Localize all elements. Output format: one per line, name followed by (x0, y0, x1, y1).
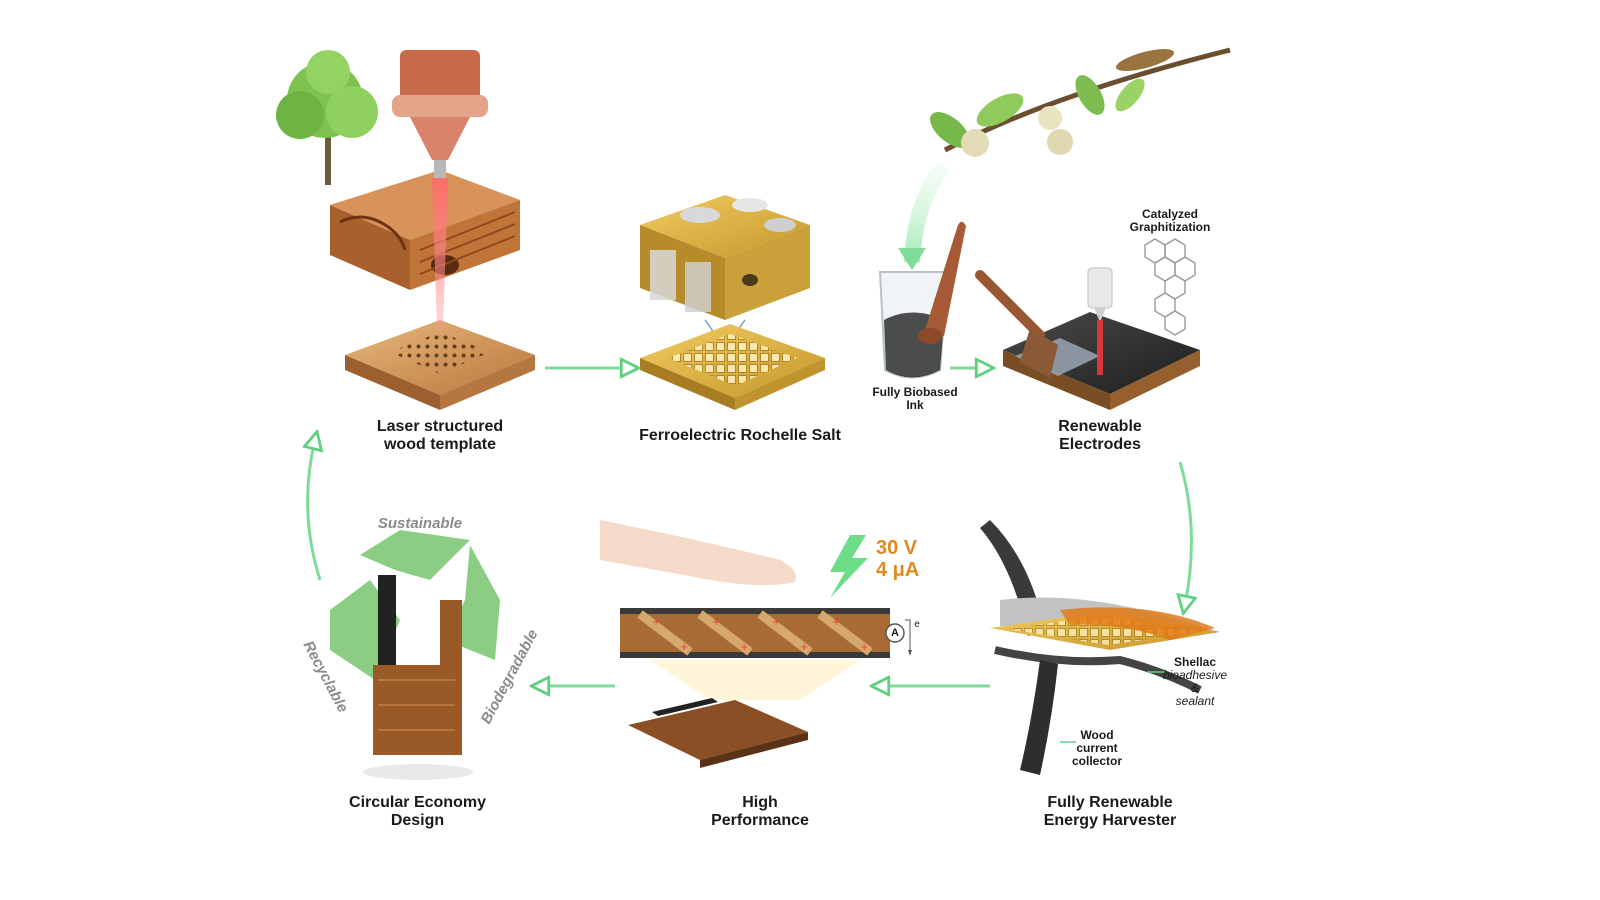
wood-collector-label-line1: Wood (1080, 728, 1114, 742)
high-performance-label: High Performance (690, 794, 830, 830)
svg-text:+: + (680, 642, 688, 653)
biobased-ink-illustration (878, 221, 966, 379)
renewable-electrodes-label-line2: Electrodes (1059, 436, 1141, 453)
current-value: 4 μA (876, 559, 920, 581)
laser-beam (432, 178, 448, 330)
flow-arrows (308, 368, 1192, 686)
renewable-electrodes-label-line1: Renewable (1058, 418, 1142, 435)
wood-device (373, 600, 462, 755)
laser-beam-small (1097, 320, 1103, 375)
catalyzed-graphitization-label-line1: Catalyzed (1141, 207, 1199, 221)
wood-cross-section (330, 170, 520, 290)
shellac-label: Shellac bioadhesive & sealant (1150, 656, 1240, 708)
high-performance-label-line1: High (742, 794, 778, 811)
ammeter-label: A (889, 627, 901, 640)
sustainable-label: Sustainable (365, 515, 475, 533)
ammeter-icon (885, 623, 905, 643)
laser-head (392, 50, 488, 178)
svg-text:+: + (652, 617, 660, 628)
rochelle-salt-label-text: Ferroelectric Rochelle Salt (639, 427, 841, 444)
ammeter-symbol: A (891, 627, 899, 639)
wood-collector-label: Wood current collector (1062, 729, 1132, 768)
nut (1047, 129, 1073, 155)
laser-head-small (1087, 267, 1113, 309)
salt-cell-grid (668, 334, 797, 386)
renewable-electrodes-illustration (975, 238, 1200, 410)
output-readout: 30 V 4 μA (876, 537, 936, 581)
laser-template-label: Laser structured wood template (355, 418, 525, 454)
catalyzed-graphitization-label-line2: Graphitization (1129, 220, 1211, 234)
recycle-icon (330, 530, 500, 680)
shellac-label-line1: bioadhesive (1162, 668, 1228, 682)
svg-text:+: + (772, 617, 780, 628)
laser-template-label-line2: wood template (383, 436, 496, 453)
lightning-icon (830, 535, 868, 598)
voltage-value: 30 V (876, 537, 918, 559)
branch-to-ink-arrow (904, 159, 952, 263)
energy-harvester-label-line2: Energy Harvester (1043, 812, 1177, 829)
nut-branch-illustration (898, 47, 1231, 270)
svg-text:+: + (800, 642, 808, 653)
nut (961, 129, 989, 157)
rochelle-salt-label: Ferroelectric Rochelle Salt (615, 427, 865, 445)
nut (1038, 106, 1062, 130)
high-performance-label-line2: Performance (711, 812, 809, 829)
catalyzed-graphitization-label: Catalyzed Graphitization (1115, 208, 1225, 234)
wood-collector-strip (1020, 660, 1058, 775)
biobased-ink-label: Fully Biobased Ink (860, 386, 970, 412)
svg-text:+: + (832, 617, 840, 628)
high-performance-illustration: + + + + + + + + (600, 520, 912, 768)
shellac-label-line2: & (1190, 681, 1199, 695)
svg-text:+: + (860, 642, 868, 653)
biobased-ink-label-line1: Fully Biobased (872, 385, 958, 399)
shellac-label-line3: sealant (1175, 694, 1215, 708)
electron-symbol: e (914, 619, 920, 630)
energy-harvester-label-line1: Fully Renewable (1047, 794, 1173, 811)
energy-harvester-label: Fully Renewable Energy Harvester (1020, 794, 1200, 830)
circular-economy-label-line1: Circular Economy (349, 794, 486, 811)
biobased-ink-label-line2: Ink (906, 398, 924, 412)
circular-economy-illustration (330, 530, 500, 780)
circular-economy-label: Circular Economy Design (330, 794, 505, 830)
rochelle-salt-illustration (640, 195, 825, 410)
shellac-label-title: Shellac (1173, 655, 1217, 669)
laser-hole-array (390, 332, 490, 374)
laser-template-label-line1: Laser structured (376, 418, 504, 435)
arrow-circular-to-template (308, 440, 320, 581)
sustainable-text: Sustainable (377, 515, 463, 532)
svg-text:+: + (712, 617, 720, 628)
device-photo (628, 700, 808, 760)
laser-wood-template-illustration (276, 50, 535, 410)
electron-label: e (912, 618, 922, 631)
wood-collector-label-line3: collector (1071, 754, 1122, 768)
brush-bristles (1020, 328, 1058, 378)
graphene-hexagon-icon (1144, 238, 1196, 336)
arrow-electrodes-to-harvester (1180, 461, 1191, 605)
wood-collector-label-line2: current (1076, 741, 1118, 755)
tree-icon (276, 50, 378, 185)
device-electrode-tab (378, 575, 396, 665)
svg-text:+: + (740, 642, 748, 653)
brush-handle (975, 270, 1045, 340)
energy-harvester-illustration (980, 520, 1220, 775)
spoon-handle (925, 221, 966, 336)
finger (600, 520, 796, 586)
renewable-electrodes-label: Renewable Electrodes (1040, 418, 1160, 454)
circular-economy-label-line2: Design (390, 812, 445, 829)
